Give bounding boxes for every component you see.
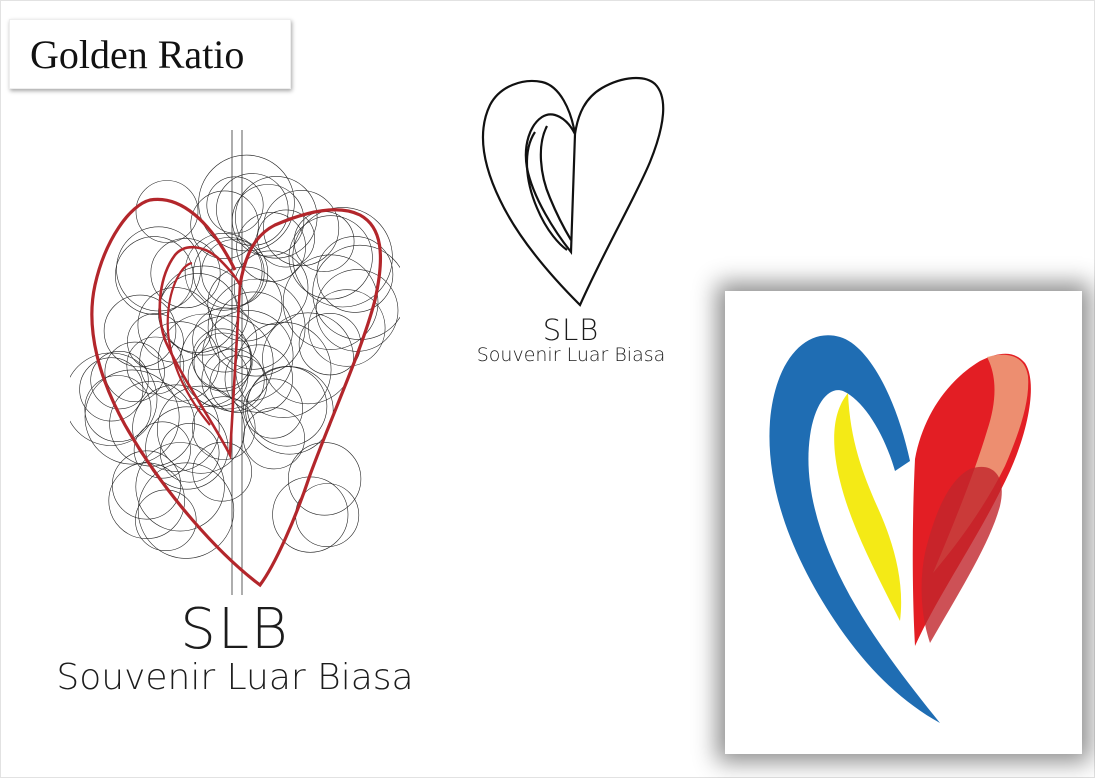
construction-circle [234,176,318,259]
construction-circle [198,154,295,252]
construction-text: SLB Souvenir Luar Biasa [40,602,430,696]
construction-circle [193,332,253,392]
construction-circle [257,209,315,268]
logo-yellow-stroke [834,393,902,621]
construction-circle [214,291,293,370]
construction-circle [233,250,309,325]
construction-circle [207,278,306,377]
construction-circle [133,421,191,479]
construction-circle [192,307,258,373]
construction-circle [288,215,373,300]
construction-circle [179,315,274,410]
logo-blue-stroke [769,335,940,723]
construction-circle [288,442,362,516]
construction-circle [224,344,293,413]
construction-circle [139,321,220,402]
outline-logo [481,77,665,307]
construction-circle [192,396,256,460]
construction-circle [316,236,394,313]
construction-circle [135,180,199,243]
title-box: Golden Ratio [9,19,291,89]
construction-circle [126,336,185,395]
construction-circle [84,369,180,465]
construction-circles [70,154,400,559]
construction-circle [84,375,152,442]
brand-name-large: Souvenir Luar Biasa [56,657,414,698]
construction-circle [206,176,264,234]
construction-circle [282,254,379,350]
color-logo-card [725,291,1082,754]
heart-outline-red [90,197,382,588]
construction-circle [293,211,355,272]
construction-circle [184,233,263,311]
construction-circle [201,239,269,307]
construction-circle [157,313,251,407]
construction-circle [187,346,249,407]
construction-circle [201,310,294,402]
construction-circle [90,351,149,410]
construction-circle [159,423,220,483]
construction-circle [262,312,354,405]
logo-dark-red-wing [921,466,1002,643]
construction-circle [243,407,305,470]
construction-circle [108,462,185,539]
outline-logo-text: SLB Souvenir Luar Biasa [456,316,686,365]
construction-circle [246,366,328,447]
brand-abbreviation-small: SLB [542,313,600,347]
brand-name-small: Souvenir Luar Biasa [476,344,666,366]
construction-circle [312,244,400,340]
construction-circle [135,442,225,532]
construction-circle [127,313,184,370]
construction-circle [236,212,306,282]
construction-circle [137,462,235,559]
construction-circle [103,294,177,368]
construction-circle [135,489,197,551]
construction-circle [79,357,144,422]
construction-circle [114,236,194,315]
construction-circle [191,328,253,389]
construction-circle [190,190,259,260]
color-logo [769,335,1031,723]
brand-abbreviation-large: SLB [180,597,290,662]
construction-circle [150,238,221,309]
page-title: Golden Ratio [30,31,245,77]
construction-circle [308,289,386,367]
construction-circle [292,207,393,308]
golden-ratio-construction [70,130,400,595]
construction-circle [235,321,332,418]
construction-circle [104,341,165,402]
construction-circle [145,406,229,490]
construction-circle [192,441,252,502]
construction-circle [243,378,304,439]
construction-circle [209,355,268,413]
